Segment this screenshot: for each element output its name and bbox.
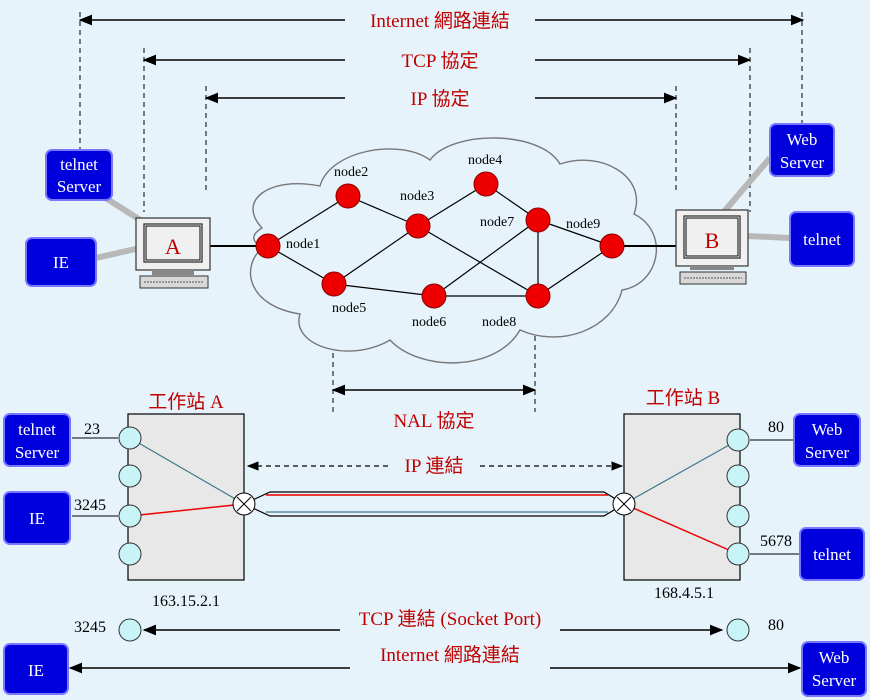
- internet-span-top: Internet 網路連結: [78, 10, 805, 32]
- ip-connection: [232, 491, 636, 517]
- ip-span: IP 協定: [204, 88, 678, 110]
- node1-dot: [255, 233, 281, 259]
- bottom-ie-box: IE: [3, 491, 71, 545]
- svg-text:telnet: telnet: [18, 420, 56, 439]
- host-b-label: B: [705, 228, 720, 253]
- svg-text:telnet: telnet: [813, 545, 851, 564]
- svg-text:IE: IE: [53, 253, 69, 272]
- svg-text:Web: Web: [787, 130, 818, 149]
- port-b-80-label: 80: [768, 419, 784, 436]
- node2-dot: [335, 183, 361, 209]
- port-b-5678: [726, 542, 750, 566]
- node3-label: node3: [400, 189, 434, 204]
- computer-b-icon: B: [675, 209, 749, 285]
- svg-text:Server: Server: [812, 671, 857, 690]
- node7-dot: [525, 207, 551, 233]
- node2-label: node2: [334, 165, 368, 180]
- port-a-23: [118, 426, 142, 450]
- top-web-server-box: Web Server: [769, 123, 835, 177]
- internet-label-bottom: Internet 網路連結: [380, 644, 520, 666]
- workstation-a-ip: 163.15.2.1: [152, 593, 220, 610]
- port-a-23-label: 23: [84, 421, 100, 438]
- tcp-link-row: 3245 TCP 連結 (Socket Port) 80: [74, 608, 784, 642]
- svg-text:Web: Web: [812, 420, 843, 439]
- workstation-b-title: 工作站 B: [646, 387, 720, 409]
- bottom-telnet-server-box: telnet Server: [3, 413, 71, 467]
- tcp-label: TCP 協定: [402, 50, 479, 72]
- internet-ie-box: [3, 643, 69, 695]
- internet-label-top: Internet 網路連結: [370, 10, 510, 32]
- nal-span: NAL 協定: [331, 384, 537, 432]
- svg-text:IE: IE: [29, 509, 45, 528]
- svg-text:IE: IE: [28, 661, 44, 680]
- tcp-right-port-label: 80: [768, 617, 784, 634]
- svg-text:Server: Server: [15, 443, 60, 462]
- node-labels: node1 node2 node3 node4 node5 node6 node…: [286, 153, 600, 330]
- network-edges: [210, 183, 678, 297]
- node5-dot: [321, 271, 347, 297]
- node9-label: node9: [566, 217, 600, 232]
- top-ie-box: IE: [25, 237, 97, 287]
- host-a-label: A: [165, 234, 181, 259]
- node6-dot: [421, 283, 447, 309]
- bottom-web-server-box: Web Server: [793, 413, 861, 467]
- svg-text:Server: Server: [780, 153, 825, 172]
- svg-text:telnet: telnet: [803, 230, 841, 249]
- internet-web-server-box: [801, 641, 867, 697]
- port-a-3245: [118, 504, 142, 528]
- node5-label: node5: [332, 301, 366, 316]
- top-telnet-server-box: telnet Server: [45, 149, 113, 201]
- tcp-link-label: TCP 連結 (Socket Port): [359, 608, 541, 630]
- svg-text:telnet: telnet: [60, 155, 98, 174]
- workstation-a-title: 工作站 A: [148, 391, 224, 413]
- workstation-b: 工作站 B 168.4.5.1: [623, 387, 741, 602]
- nal-label: NAL 協定: [393, 410, 474, 432]
- node1-label: node1: [286, 237, 320, 252]
- port-a-3245-label: 3245: [74, 497, 106, 514]
- port-b-5678-label: 5678: [760, 533, 792, 550]
- network-nodes: [255, 171, 625, 309]
- node4-label: node4: [468, 153, 502, 168]
- node8-dot: [525, 283, 551, 309]
- workstation-a-ports: [118, 426, 142, 566]
- top-telnet-box: telnet: [789, 211, 855, 267]
- computer-a-icon: A: [135, 217, 211, 289]
- node8-label: node8: [482, 315, 516, 330]
- node3-dot: [405, 213, 431, 239]
- port-b-80: [726, 428, 750, 452]
- svg-text:Web: Web: [819, 648, 850, 667]
- workstation-b-ports: [726, 428, 750, 566]
- workstation-a: 工作站 A 163.15.2.1: [127, 391, 245, 610]
- ip-link-label: IP 連結: [405, 455, 464, 477]
- node6-label: node6: [412, 315, 446, 330]
- workstation-b-ip: 168.4.5.1: [654, 585, 714, 602]
- node7-label: node7: [480, 215, 514, 230]
- node9-dot: [599, 233, 625, 259]
- workstation-links: [72, 437, 800, 555]
- svg-text:Server: Server: [805, 443, 850, 462]
- ip-link-span: IP 連結: [246, 455, 624, 477]
- bottom-telnet-box: telnet: [799, 527, 865, 581]
- ip-label: IP 協定: [411, 88, 470, 110]
- node4-dot: [473, 171, 499, 197]
- tcp-span: TCP 協定: [142, 50, 752, 72]
- svg-text:Server: Server: [57, 177, 102, 196]
- tcp-left-port-label: 3245: [74, 619, 106, 636]
- internet-link-row: IE Internet 網路連結 Web Server: [3, 641, 867, 697]
